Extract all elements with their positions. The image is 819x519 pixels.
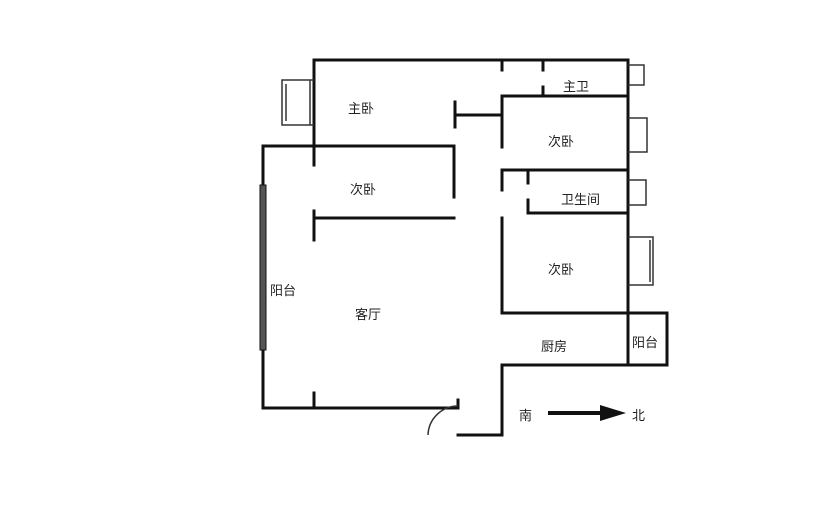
- wall-master-partition: [453, 100, 504, 129]
- wall-south: [261, 398, 460, 410]
- compass-south: 南: [519, 409, 533, 424]
- room-balcony-east: 阳台: [632, 336, 659, 351]
- wall-master-bath: [500, 58, 630, 149]
- room-bedroom-2: 次卧: [350, 183, 377, 198]
- wall-bedroom1-bottom: [312, 144, 456, 242]
- balcony-west-rail: [259, 184, 267, 351]
- wall-bedroom-top: [261, 144, 456, 199]
- room-balcony-west: 阳台: [270, 284, 297, 299]
- window-east-2: [628, 117, 648, 153]
- room-bedroom-1: 次卧: [548, 135, 575, 150]
- wall-bathroom: [500, 168, 630, 215]
- window-master: [281, 79, 314, 126]
- room-bedroom-3: 次卧: [548, 263, 575, 278]
- window-east-3: [628, 179, 647, 206]
- window-east-1: [628, 64, 645, 86]
- window-east-4: [628, 236, 654, 286]
- compass-north: 北: [632, 409, 646, 424]
- wall-entry: [456, 311, 669, 437]
- room-master-bedroom: 主卧: [348, 102, 375, 117]
- room-bathroom: 卫生间: [561, 193, 601, 208]
- door-entrance: [427, 405, 459, 436]
- room-living: 客厅: [355, 308, 382, 323]
- north-arrow-icon: [548, 405, 626, 421]
- room-kitchen: 厨房: [541, 340, 568, 355]
- room-master-bath: 主卫: [563, 80, 590, 95]
